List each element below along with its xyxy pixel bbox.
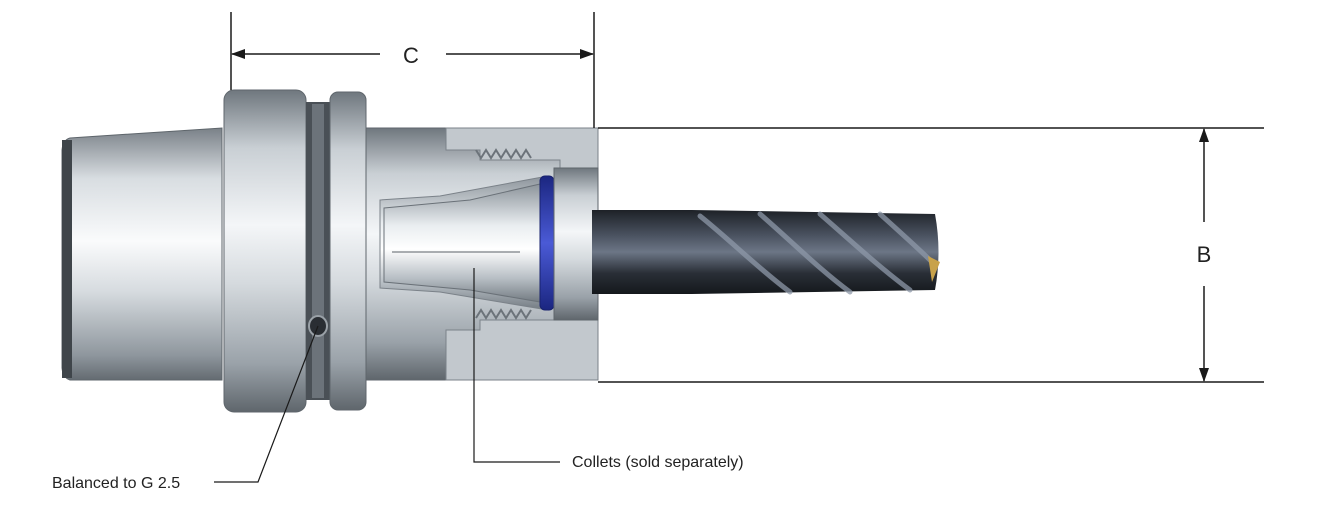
collets-callout-label: Collets (sold separately): [572, 454, 744, 471]
callout-balance: Balanced to G 2.5: [52, 325, 319, 492]
dimension-c-label: C: [403, 43, 419, 68]
end-mill-flutes: [692, 210, 939, 294]
flange-rear: [329, 91, 367, 411]
cutter-tip: [928, 256, 940, 282]
tool-holder-body: [61, 89, 599, 413]
taper-shank: [61, 127, 223, 381]
dimension-b: B: [598, 127, 1264, 383]
dimension-c: C: [230, 12, 595, 128]
end-mill-shank: [592, 210, 692, 294]
flange: [223, 89, 307, 413]
taper-shank-edge: [62, 140, 72, 378]
collets-leader-line: [473, 268, 560, 463]
callout-collets: Collets (sold separately): [473, 268, 744, 471]
balance-leader-line: [214, 325, 319, 483]
flute-highlights: [697, 211, 935, 295]
nut-front-face: [553, 167, 599, 321]
thread-top: [475, 148, 532, 160]
balance-callout-label: Balanced to G 2.5: [52, 475, 180, 492]
collet-seal-ring: [539, 175, 555, 311]
thread-bottom: [475, 308, 532, 320]
dimension-b-label: B: [1197, 242, 1212, 267]
end-mill: [592, 210, 940, 295]
